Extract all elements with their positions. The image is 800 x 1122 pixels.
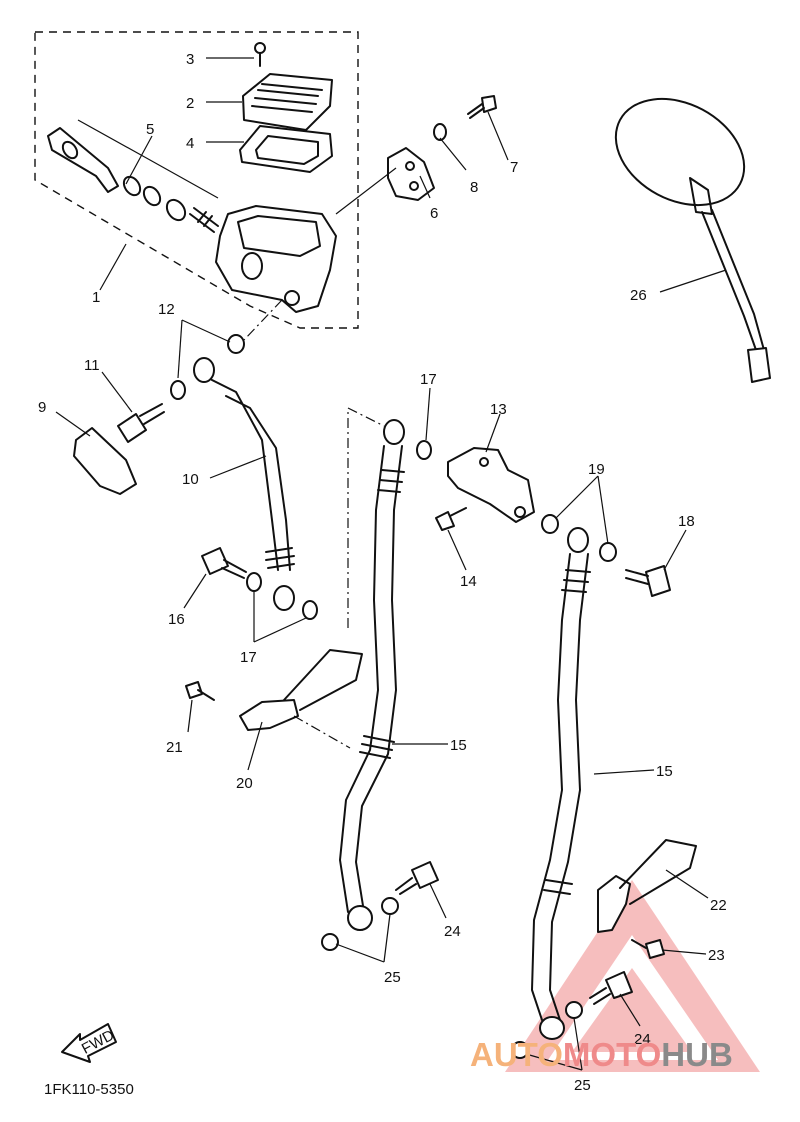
part-18-union-bolt	[625, 565, 671, 597]
callout-17-a: 17	[240, 649, 257, 666]
callout-6: 6	[430, 205, 438, 222]
assembly-lines	[243, 299, 385, 749]
part-3-screw	[254, 42, 266, 67]
part-12-washer-2	[170, 380, 186, 400]
callout-1: 1	[92, 289, 100, 306]
callout-9: 9	[38, 399, 46, 416]
callout-11: 11	[84, 357, 100, 374]
part-5-piston-kit	[47, 119, 219, 233]
part-10-brake-hose-upper	[193, 357, 295, 611]
part-25-washer-a	[321, 933, 339, 951]
callout-7: 7	[510, 159, 518, 176]
part-21-bolt	[631, 939, 665, 959]
callout-15-a: 15	[450, 737, 467, 754]
part-20-hose-clamp	[597, 839, 697, 933]
part-22-hose-clamp	[239, 649, 363, 731]
part-24-union-bolt-a	[395, 861, 439, 895]
callout-2: 2	[186, 95, 194, 112]
part-25-washer-d	[565, 1001, 583, 1019]
part-17-washer-b	[302, 600, 318, 620]
part-17-washer-c	[416, 440, 432, 460]
callout-18: 18	[678, 513, 695, 530]
watermark-part-moto: MOTO	[562, 1036, 662, 1073]
part-1-master-cylinder	[215, 205, 337, 313]
callout-26: 26	[630, 287, 647, 304]
part-code: 1FK110-5350	[44, 1081, 134, 1098]
part-13-brake-joint	[447, 447, 535, 523]
callout-10: 10	[182, 471, 199, 488]
master-cylinder-group-box	[34, 31, 359, 329]
part-16-union-bolt	[201, 547, 247, 579]
callout-8: 8	[470, 179, 478, 196]
callout-12: 12	[158, 301, 175, 318]
part-17-washer-a	[246, 572, 262, 592]
callout-22: 20	[236, 775, 253, 792]
part-23-bolt	[185, 681, 215, 701]
callout-25-b: 25	[574, 1077, 591, 1094]
callout-14: 14	[460, 573, 477, 590]
part-4-diaphragm	[239, 125, 333, 173]
watermark-part-auto: AUTO	[470, 1036, 563, 1073]
callout-3: 3	[186, 51, 194, 68]
part-19-washer-b	[599, 542, 617, 562]
part-9-cover	[73, 427, 137, 495]
part-6-bracket	[387, 147, 435, 201]
leader-lines	[55, 57, 727, 1071]
watermark-triangle-icon	[505, 880, 760, 1072]
part-2-reservoir-cap	[242, 73, 333, 131]
callout-24-b: 24	[634, 1031, 651, 1048]
watermark-part-hub: HUB	[661, 1036, 733, 1073]
part-26-mirror	[614, 97, 771, 383]
part-15-brake-hose-left	[339, 419, 405, 931]
part-15-brake-hose-right	[531, 527, 591, 1040]
part-19-washer-a	[541, 514, 559, 534]
watermark-logo-text: AUTOMOTOHUB	[470, 1036, 800, 1078]
callout-labels: 3 2 4 5 1 6 8 7 26 12 11 9 10 16 17 17 1…	[38, 51, 727, 1098]
callout-15-b: 15	[656, 763, 673, 780]
part-14-bolt	[435, 507, 467, 531]
callout-24-a: 24	[444, 923, 461, 940]
callout-13: 13	[490, 401, 507, 418]
part-25-washer-c	[511, 1041, 529, 1059]
callout-5: 5	[146, 121, 154, 138]
callout-25-a: 25	[384, 969, 401, 986]
callout-23: 21	[166, 739, 183, 756]
fwd-arrow-icon: FWD	[61, 1023, 117, 1063]
part-8-washer	[433, 123, 447, 141]
callout-19: 19	[588, 461, 605, 478]
part-11-union-bolt	[117, 403, 165, 443]
part-25-washer-b	[381, 897, 399, 915]
callout-17-b: 17	[420, 371, 437, 388]
part-12-washer	[227, 334, 245, 354]
callout-4: 4	[186, 135, 194, 152]
part-7-bolt	[467, 95, 497, 119]
callout-20: 22	[710, 897, 727, 914]
callout-21: 23	[708, 947, 725, 964]
callout-16: 16	[168, 611, 185, 628]
part-24-union-bolt-b	[589, 971, 633, 1005]
